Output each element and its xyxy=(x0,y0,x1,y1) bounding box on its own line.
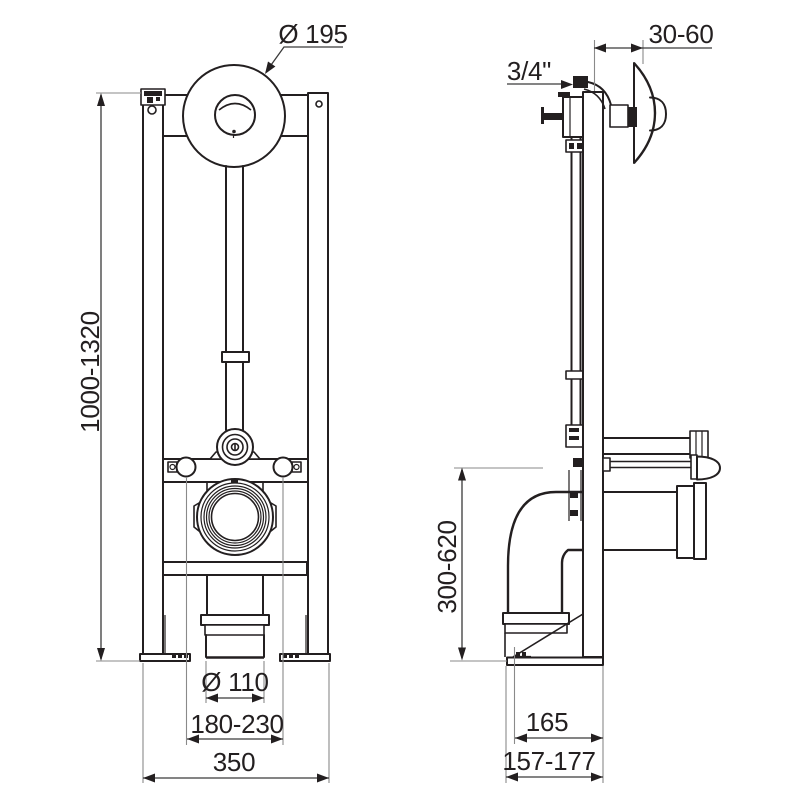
waste-elbow xyxy=(502,490,584,658)
dim-plate-diameter: Ø 195 xyxy=(265,19,348,74)
side-rail xyxy=(582,91,604,658)
front-view: Ø 195 1000-1320 Ø 110 180-230 xyxy=(75,19,348,783)
fill-valve-assembly xyxy=(541,76,588,521)
water-inlet-fitting xyxy=(573,76,588,88)
dim-outlet-diameter-label: Ø 110 xyxy=(201,667,268,697)
dim-outlet-height: 300-620 xyxy=(432,467,543,662)
lower-frame xyxy=(139,561,331,662)
dim-foot-depth: 165 xyxy=(513,647,604,783)
rail-hole xyxy=(315,100,323,108)
dim-outlet-span-label: 180-230 xyxy=(190,709,283,739)
outlet-pipe xyxy=(200,574,270,659)
side-view: 3/4" 30-60 300-620 165 xyxy=(432,19,721,783)
dim-frame-height: 1000-1320 xyxy=(75,92,141,662)
flush-button xyxy=(214,94,256,136)
waste-outlet-socket xyxy=(193,478,277,556)
dim-foot-depth-label: 165 xyxy=(526,707,568,737)
foot-plate-left xyxy=(139,653,191,662)
dim-water-inlet-label: 3/4" xyxy=(507,56,551,86)
dim-water-inlet: 3/4" xyxy=(507,56,573,89)
flush-valve-connector xyxy=(216,428,254,466)
dim-frame-depth-label: 157-177 xyxy=(502,746,595,776)
inlet-hose xyxy=(587,81,612,106)
frame-structure xyxy=(140,88,329,656)
dim-outlet-diameter: Ø 110 xyxy=(201,661,269,703)
flush-plate-side xyxy=(609,62,667,164)
dim-plate-offset-label: 30-60 xyxy=(649,19,714,49)
dim-frame-depth: 157-177 xyxy=(502,666,603,783)
dome-nut xyxy=(696,455,721,481)
dim-frame-height-label: 1000-1320 xyxy=(75,311,105,433)
dim-outlet-span: 180-230 xyxy=(185,477,284,745)
dim-plate-diameter-label: Ø 195 xyxy=(278,19,347,49)
flush-pipe xyxy=(221,165,250,431)
dim-outlet-height-label: 300-620 xyxy=(432,520,462,613)
flush-plate xyxy=(182,64,286,168)
hanger-bracket xyxy=(140,88,166,115)
dim-frame-width: 350 xyxy=(142,663,330,783)
dim-plate-offset: 30-60 xyxy=(593,19,714,91)
foot-plate-right xyxy=(279,653,331,662)
pan-connections xyxy=(602,430,721,560)
dim-frame-width-label: 350 xyxy=(213,747,255,777)
